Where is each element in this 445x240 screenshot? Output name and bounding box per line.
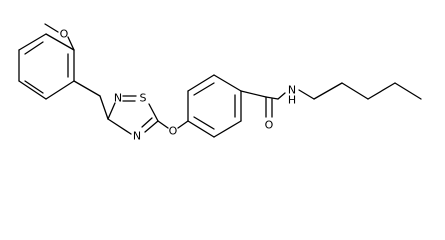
methoxyphenyl-ring <box>18 33 75 100</box>
ether-linkage: O <box>157 120 189 138</box>
thiadiazole-nitrogen-top-label: N <box>114 92 122 105</box>
amide-oxygen-label: O <box>265 119 274 132</box>
hexyl-chain <box>298 82 422 100</box>
ether-oxygen-label: O <box>169 125 178 138</box>
thiadiazole-nitrogen-bottom-label: N <box>133 130 141 143</box>
phenylene-ring <box>187 74 242 138</box>
thiadiazole-ring: N S N <box>107 92 159 143</box>
methoxy-group: O <box>44 23 75 51</box>
acetamide-group: N H O <box>240 84 296 132</box>
benzyl-linker <box>73 80 109 120</box>
chemical-structure-diagram: O N S N O <box>18 23 422 143</box>
amide-hydrogen-label: H <box>288 94 296 107</box>
thiadiazole-sulfur-label: S <box>140 92 147 105</box>
methoxy-oxygen-label: O <box>60 28 69 41</box>
amide-nitrogen-label: N <box>288 84 296 97</box>
